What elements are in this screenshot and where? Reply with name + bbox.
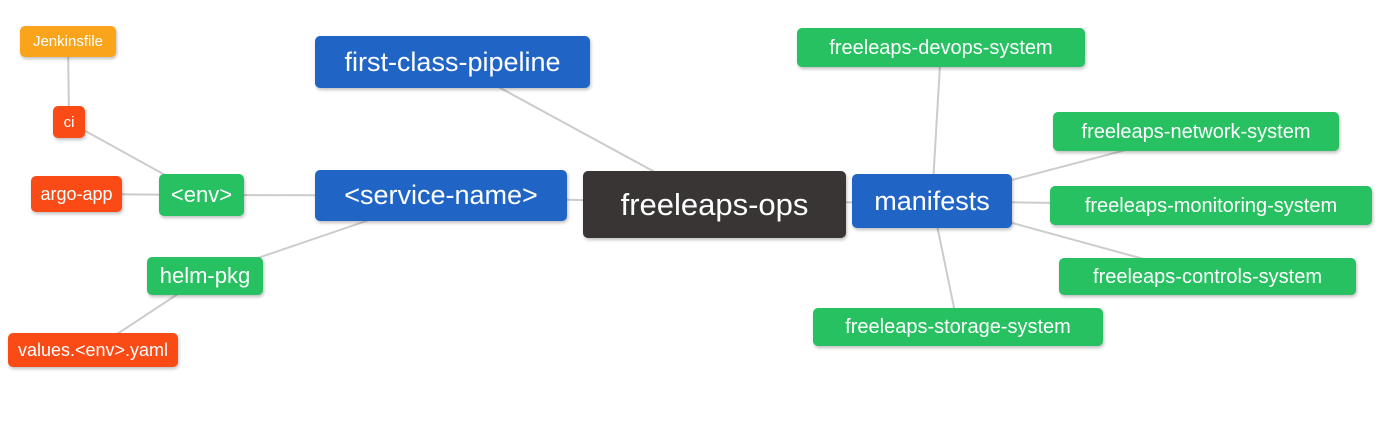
node-helm-pkg[interactable]: helm-pkg [147,257,263,295]
node-label: manifests [874,185,990,216]
node-monitoring-system[interactable]: freeleaps-monitoring-system [1050,186,1372,225]
node-label: freeleaps-devops-system [829,36,1053,59]
node-label: helm-pkg [159,263,251,288]
node-env[interactable]: <env> [159,174,244,216]
node-network-system[interactable]: freeleaps-network-system [1053,112,1339,151]
node-first-class-pipeline[interactable]: first-class-pipeline [315,36,590,88]
node-label: freeleaps-monitoring-system [1084,194,1338,217]
node-label: freeleaps-ops [620,187,809,222]
node-label: freeleaps-storage-system [845,316,1071,338]
node-label: <service-name> [344,180,538,210]
node-manifests[interactable]: manifests [852,174,1012,228]
node-label: freeleaps-controls-system [1093,265,1322,288]
node-label: <env> [170,182,233,207]
node-label: argo-app [40,184,113,204]
node-freeleaps-ops[interactable]: freeleaps-ops [583,171,846,238]
node-values-env-yaml[interactable]: values.<env>.yaml [8,333,178,367]
node-storage-system[interactable]: freeleaps-storage-system [813,308,1103,346]
node-label: freeleaps-network-system [1081,120,1311,143]
node-ci[interactable]: ci [53,106,85,138]
node-label: ci [63,113,75,131]
node-label: values.<env>.yaml [17,340,169,360]
node-label: first-class-pipeline [344,46,561,77]
node-devops-system[interactable]: freeleaps-devops-system [797,28,1085,67]
node-service-name[interactable]: <service-name> [315,170,567,221]
node-label: Jenkinsfile [32,33,104,50]
node-controls-system[interactable]: freeleaps-controls-system [1059,258,1356,295]
node-argo-app[interactable]: argo-app [31,176,122,212]
node-jenkinsfile[interactable]: Jenkinsfile [20,26,116,57]
